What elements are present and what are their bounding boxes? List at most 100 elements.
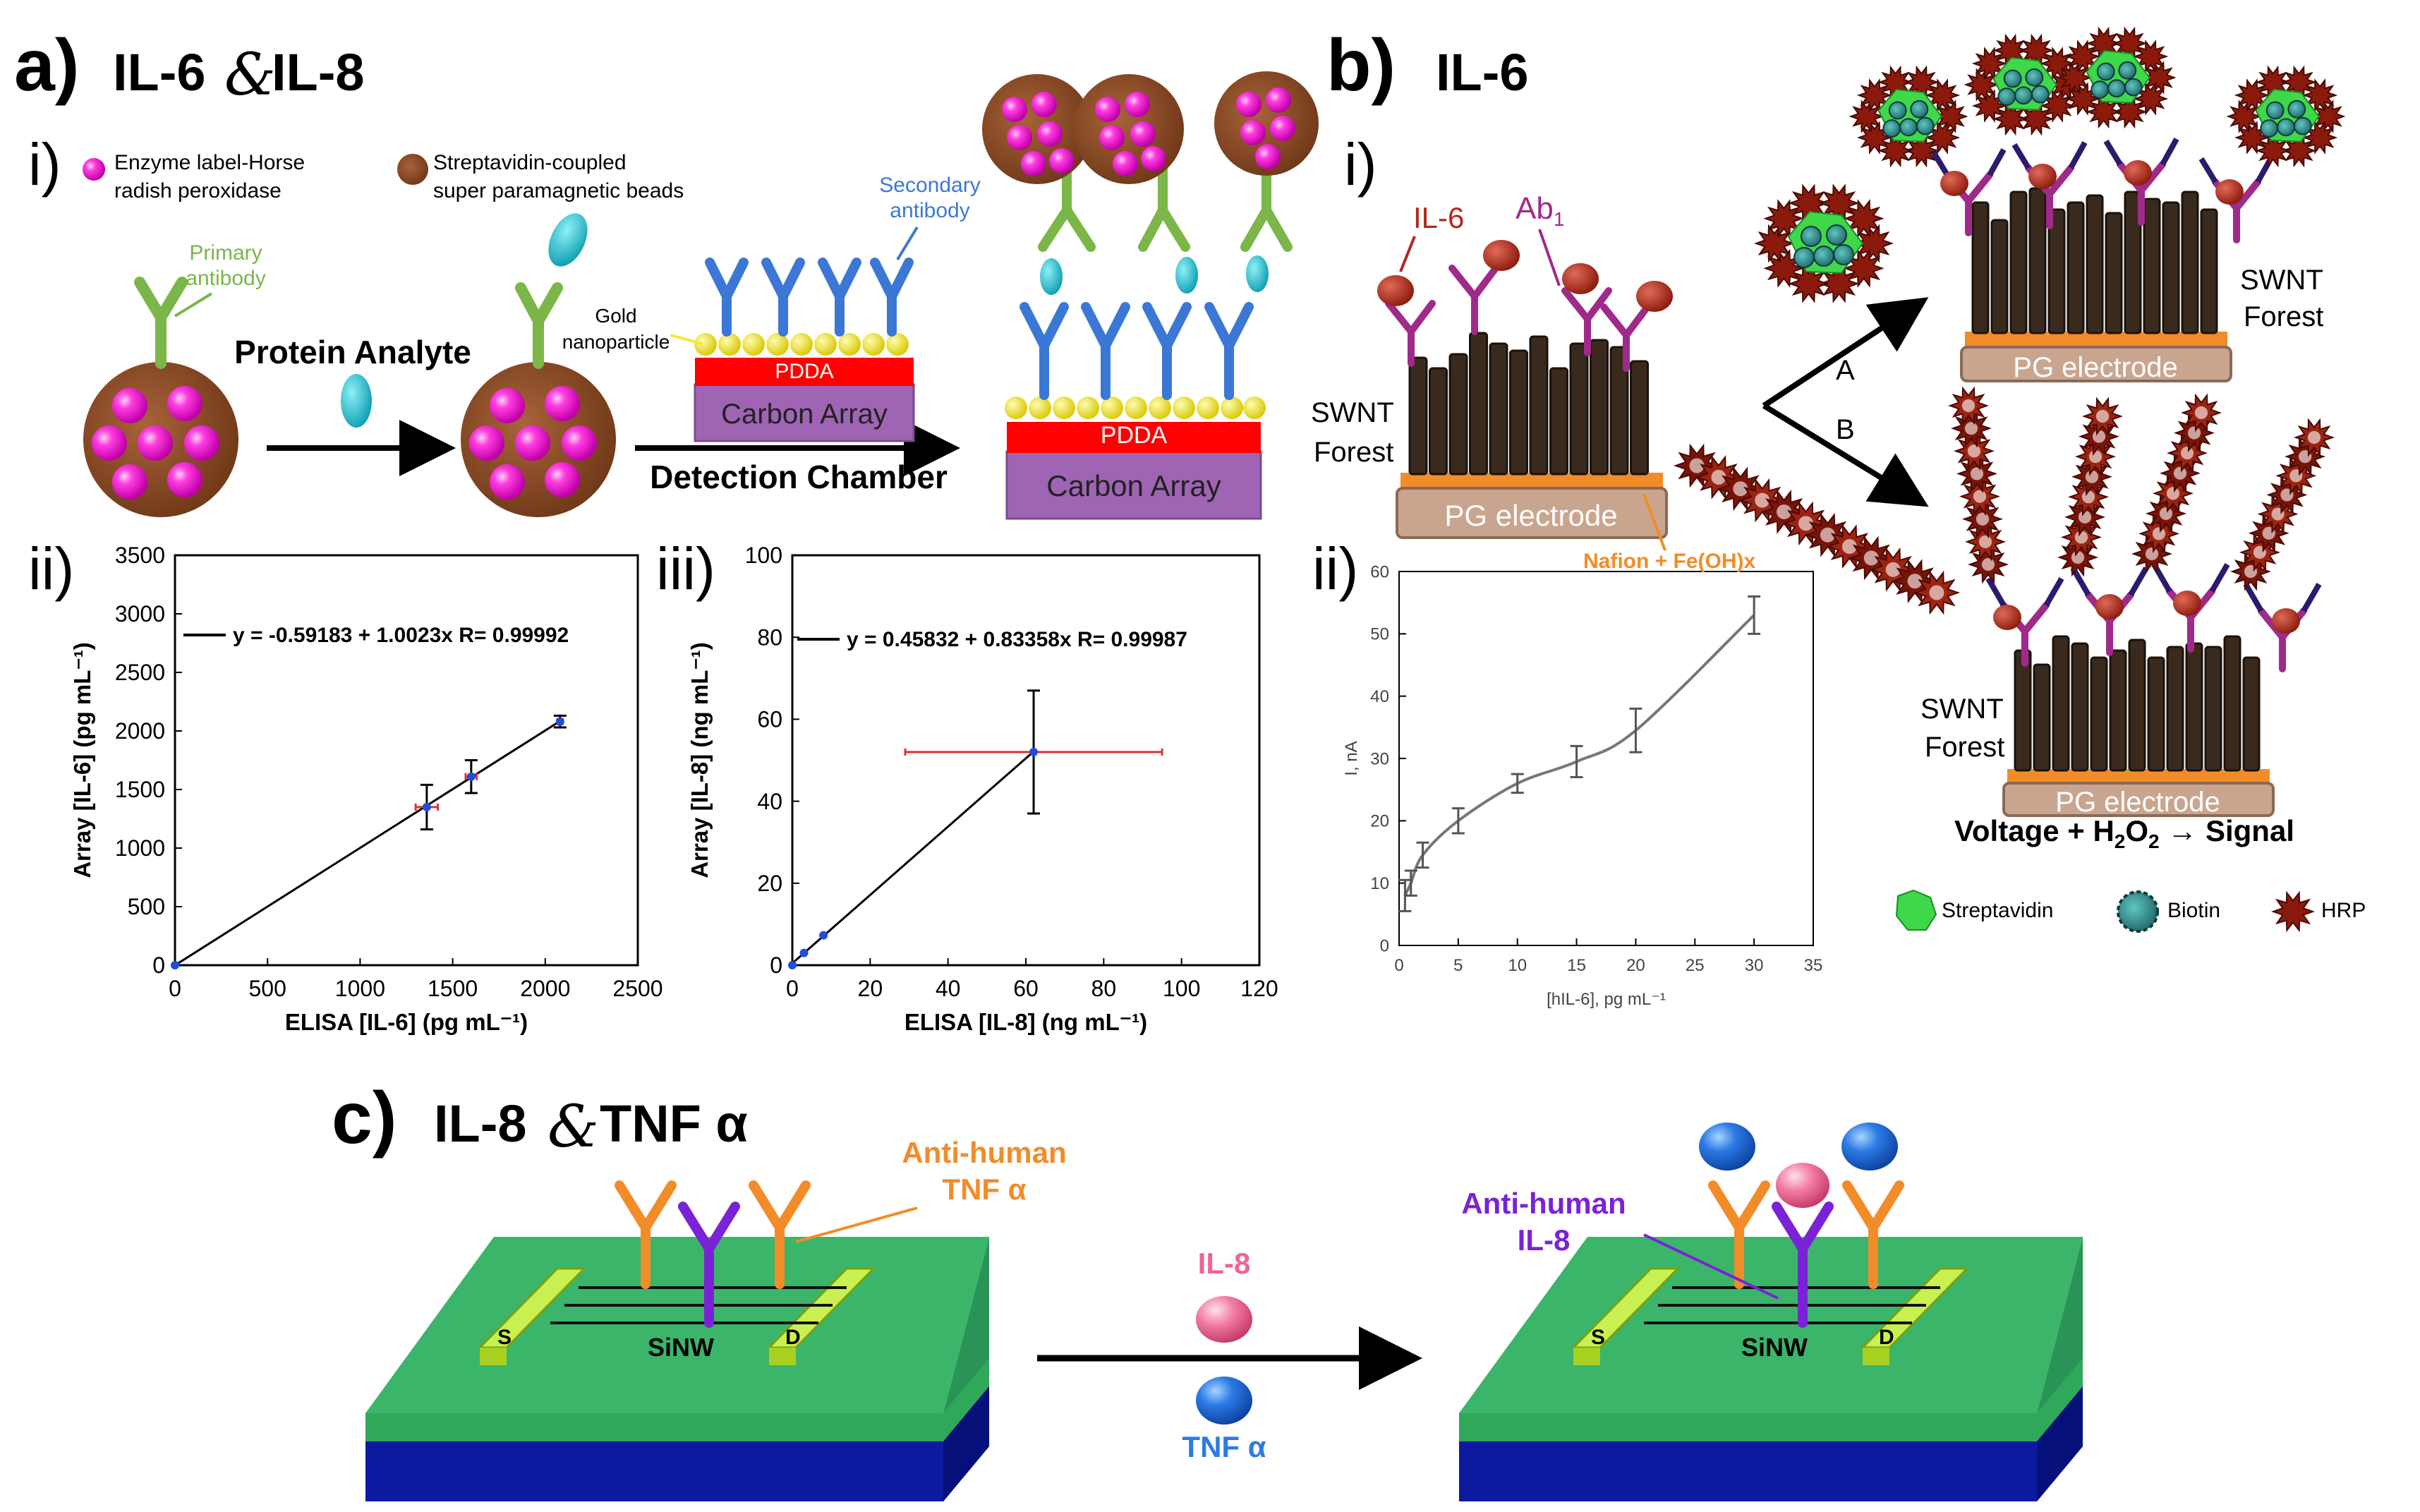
legend-biotin: Biotin: [2167, 899, 2220, 922]
hrp-mark: [2271, 890, 2315, 933]
y-tick-label: 60: [1370, 562, 1389, 581]
streptavidin-biotin-hrp-complex: [1754, 183, 1894, 303]
polymer-bead: [2187, 426, 2201, 440]
polymer-bead: [2166, 487, 2180, 500]
fit-line: [174, 720, 561, 967]
secondary-antibody-pointer: [896, 226, 919, 261]
biotin-mark: [1888, 101, 1907, 120]
polymer-bead: [2152, 527, 2166, 540]
sinw-right: SiNW: [1741, 1333, 1808, 1362]
panel-a-title-amp: &: [224, 42, 276, 109]
y-axis-label: Array [IL-8] (ng mL⁻¹): [686, 642, 713, 878]
biotin-mark: [2260, 119, 2279, 138]
panel-b-letter: b): [1326, 25, 1396, 107]
hrp-mark: [1971, 89, 2007, 123]
polymer-bead: [1820, 527, 1835, 543]
x-axis-label: [hIL-6], pg mL⁻¹: [1547, 990, 1666, 1009]
polymer-bead: [2180, 447, 2194, 460]
hrp-mark: [1843, 199, 1884, 238]
biotin-mark: [1813, 246, 1834, 267]
bead-with-primary-antibody: [83, 277, 238, 517]
polymer-bead: [1976, 512, 1990, 526]
polymer-bead: [1973, 490, 1987, 503]
y-tick-label: 30: [1370, 749, 1389, 768]
sinw-chip-right: [1459, 1123, 2083, 1501]
polymer-bead: [1970, 467, 1984, 480]
hrp-mark: [2019, 33, 2055, 68]
biotin-mark: [1997, 87, 2016, 106]
nafion-pointer: [1642, 493, 1666, 551]
x-tick-label: 1500: [428, 976, 478, 1001]
y-tick-label: 10: [1370, 874, 1389, 893]
y-tick-label: 0: [152, 952, 165, 978]
hrp-mark: [2133, 40, 2169, 73]
x-axis-label: ELISA [IL-6] (pg mL⁻¹): [285, 1009, 528, 1035]
nanotube: [2067, 201, 2085, 334]
polymer-bead: [2078, 510, 2092, 524]
polymer-bead: [1689, 458, 1705, 473]
carbon-array-label-1: Carbon Array: [721, 399, 888, 430]
x-tick-label: 25: [1686, 956, 1705, 975]
nanotube: [2124, 190, 2142, 334]
biotin-mark: [1793, 247, 1815, 268]
x-tick-label: 10: [1508, 956, 1527, 975]
hrp-mark: [2234, 78, 2270, 112]
legend-enzyme-line1: Enzyme label-Horse: [114, 151, 305, 174]
polymer-bead: [2145, 547, 2159, 561]
swnt-top-line2: Forest: [2244, 301, 2323, 332]
biotin-mark: [1801, 226, 1822, 247]
nanotube: [2028, 187, 2047, 334]
y-tick-label: 1000: [115, 835, 165, 861]
nanotube: [2071, 642, 2089, 772]
nanotube: [2185, 642, 2203, 772]
biotin-mark: [1882, 119, 1901, 138]
x-tick-label: 15: [1567, 956, 1586, 975]
hrp-mark: [1818, 183, 1860, 223]
carbon-array-label-2: Carbon Array: [1046, 469, 1221, 502]
nanotube: [2200, 208, 2218, 334]
nanotube: [2162, 201, 2180, 334]
panel-c-letter: c): [332, 1077, 397, 1159]
polymer-bead: [2307, 430, 2321, 444]
x-axis-label: ELISA [IL-8] (ng mL⁻¹): [905, 1009, 1147, 1035]
nanotube: [1529, 335, 1549, 476]
hrp-mark: [2302, 78, 2338, 112]
y-tick-label: 100: [745, 543, 782, 568]
biotin-mark: [2096, 62, 2115, 81]
pg-electrode-bottom-label: PG electrode: [2055, 787, 2220, 818]
biotin-mark: [2003, 69, 2022, 88]
route-b-arrow: [1762, 403, 1929, 507]
pg-electrode-left: [1377, 240, 1673, 539]
streptavidin-legend-icon: [1895, 889, 1937, 931]
analyte-icon: [341, 374, 372, 428]
polymer-bead: [2081, 490, 2095, 504]
panel-c-title-amp: &: [547, 1094, 599, 1161]
secondary-antibody-line2: antibody: [890, 199, 969, 222]
il8-label: IL-8: [1198, 1247, 1251, 1280]
legend-beads-line1: Streptavidin-coupled: [433, 151, 627, 174]
source-left: S: [497, 1326, 512, 1349]
signal-equation: Voltage + H2O2 → Signal: [1954, 814, 2294, 852]
polymer-bead: [2092, 430, 2106, 443]
nanotube: [1569, 342, 1589, 476]
x-tick-label: 120: [1240, 976, 1278, 1001]
nafion-label: Nafion + Fe(OH)x: [1583, 550, 1756, 573]
panel-b-sub-i: i): [1344, 131, 1377, 198]
il6-label: IL-6: [1413, 201, 1464, 234]
y-axis-label: Array [IL-6] (pg mL⁻¹): [69, 642, 95, 878]
pg-electrode-left-label: PG electrode: [1444, 499, 1617, 532]
nanotube: [1469, 332, 1488, 476]
biotin-mark: [2107, 79, 2126, 98]
biotin-mark: [2124, 78, 2143, 97]
nanotube: [2143, 198, 2161, 334]
swnt-left-line2: Forest: [1314, 437, 1393, 468]
polymer-bead: [1711, 469, 1726, 485]
panel-a-sub-i: i): [28, 131, 61, 198]
data-point: [171, 961, 179, 969]
source-right: S: [1591, 1326, 1605, 1349]
hrp-mark: [1856, 121, 1892, 155]
panel-b-title: IL-6: [1436, 43, 1529, 102]
x-tick-label: 5: [1453, 956, 1463, 975]
biotin-mark: [1916, 116, 1935, 135]
biotin-mark: [1833, 244, 1854, 265]
